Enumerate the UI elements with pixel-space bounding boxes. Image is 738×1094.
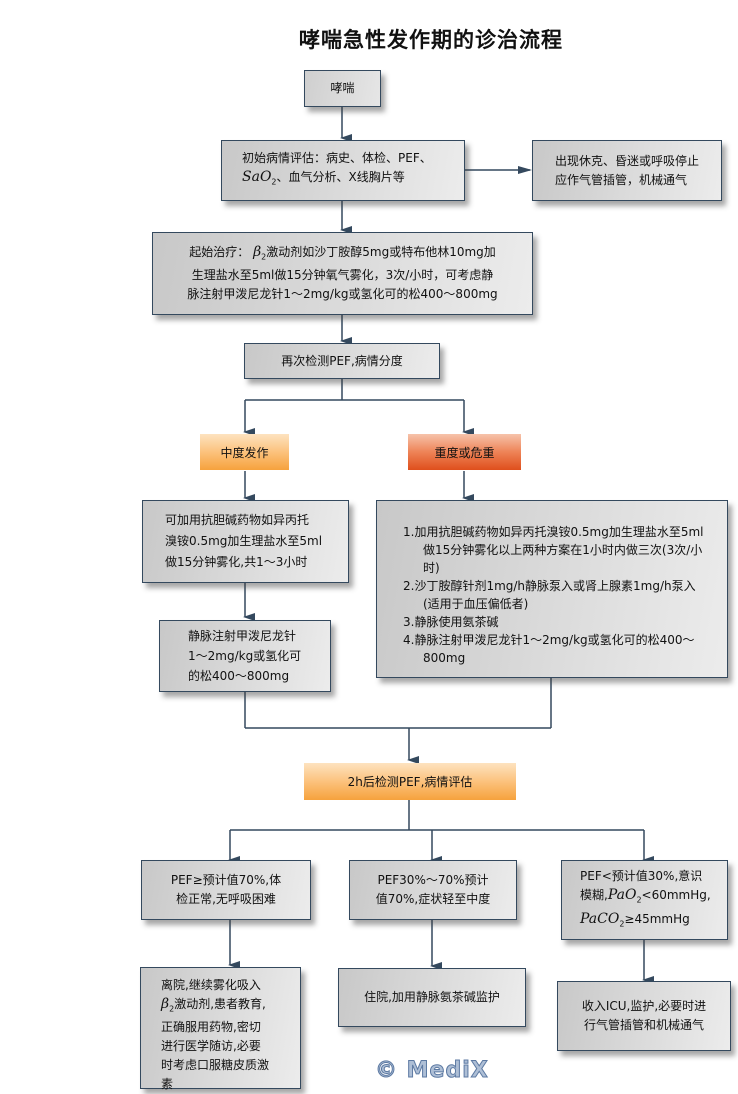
- node-moderate: 中度发作: [200, 434, 289, 470]
- node-recheck: 再次检测PEF,病情分度: [244, 343, 440, 379]
- moderate-label: 中度发作: [220, 445, 269, 460]
- treatment-line1: 起始治疗： β2激动剂如沙丁胺醇5mg或特布他林10mg加: [187, 243, 497, 266]
- poor-line2-prefix: 模糊,: [580, 888, 608, 903]
- icu-line2: 行气管插管和机械通气: [583, 1018, 704, 1032]
- node-moderate-treatment: 可加用抗胆碱药物如异丙托 溴铵0.5mg加生理盐水至5ml 做15分钟雾化,共1…: [142, 500, 349, 583]
- discharge-line1: 离院,继续雾化吸入: [161, 978, 261, 992]
- sao2-subscript: 2: [271, 177, 277, 187]
- node-severe-treatment: 1.加用抗胆碱药物如异丙托溴铵0.5mg加生理盐水至5ml做15分钟雾化以上两种…: [376, 500, 728, 678]
- paco2-subscript: 2: [619, 918, 625, 928]
- node-moderate-steroid: 静脉注射甲泼尼龙针 1～2mg/kg或氢化可 的松400～800mg: [159, 620, 331, 692]
- severe-item-1: 1.加用抗胆碱药物如异丙托溴铵0.5mg加生理盐水至5ml做15分钟雾化以上两种…: [403, 525, 704, 575]
- discharge-line4: 进行医学随访,必要: [161, 1039, 261, 1054]
- beta-symbol: β: [253, 243, 262, 260]
- watermark-logo: © MediX: [375, 1058, 489, 1084]
- steroid-line2: 1～2mg/kg或氢化可: [188, 649, 302, 663]
- discharge-line2: β2激动剂,患者教育,: [161, 995, 269, 1018]
- node-reassess-2h: 2h后检测PEF,病情评估: [304, 763, 516, 800]
- treatment-line2: 生理盐水至5ml做15分钟氧气雾化，3次/小时，可考虑静: [191, 268, 494, 283]
- steroid-line3: 的松400～800mg: [188, 669, 290, 683]
- node-shock: 出现休克、昏迷或呼吸停止 应作气管插管，机械通气: [532, 140, 722, 201]
- good-line1: PEF≥预计值70%,体: [170, 873, 282, 887]
- treatment-line1-rest: 激动剂如沙丁胺醇5mg或特布他林10mg加: [266, 244, 496, 259]
- poor-line2-rest: <60mmHg,: [641, 888, 711, 903]
- severe-item-3: 3.静脉使用氨茶碱: [403, 615, 499, 629]
- pao2-symbol: PaO: [607, 887, 637, 904]
- modtreat-line1: 可加用抗胆碱药物如异丙托: [165, 513, 310, 527]
- node-admit: 住院,加用静脉氨茶碱监护: [338, 968, 526, 1027]
- recheck-label: 再次检测PEF,病情分度: [281, 353, 403, 368]
- reassess-label: 2h后检测PEF,病情评估: [347, 775, 473, 789]
- node-start: 哮喘: [304, 70, 381, 107]
- modtreat-line2: 溴铵0.5mg加生理盐水至5ml: [165, 534, 323, 548]
- discharge-line5: 时考虑口服糖皮质激: [161, 1058, 270, 1073]
- severe-label: 重度或危重: [434, 445, 495, 460]
- poor-line2: 模糊,PaO2<60mmHg,: [580, 886, 711, 909]
- discharge-line2-rest: 激动剂,患者教育,: [174, 997, 266, 1011]
- sao2-symbol: SaO: [242, 169, 272, 186]
- partial-line1: PEF30%～70%预计: [377, 873, 489, 887]
- severe-item-2: 2.沙丁胺醇针剂1mg/h静脉泵入或肾上腺素1mg/h泵入(适用于血压偏低者): [403, 579, 696, 611]
- poor-line3-rest: ≥45mmHg: [624, 911, 690, 926]
- shock-line2: 应作气管插管，机械通气: [555, 172, 688, 187]
- node-icu: 收入ICU,监护,必要时进 行气管插管和机械通气: [557, 981, 731, 1051]
- admit-label: 住院,加用静脉氨茶碱监护: [364, 990, 500, 1004]
- severe-item-4: 4.静脉注射甲泼尼龙针1～2mg/kg或氢化可的松400～800mg: [403, 633, 695, 665]
- node-initial-assessment: 初始病情评估：病史、体检、PEF、 SaO2、血气分析、X线胸片等: [221, 140, 465, 201]
- shock-line1: 出现休克、昏迷或呼吸停止: [555, 153, 700, 168]
- discharge-beta-subscript: 2: [169, 1004, 175, 1014]
- node-discharge: 离院,继续雾化吸入 β2激动剂,患者教育, 正确服用药物,密切 进行医学随访,必…: [140, 967, 301, 1091]
- steroid-line1: 静脉注射甲泼尼龙针: [188, 629, 297, 643]
- node-good-response: PEF≥预计值70%,体 检正常,无呼吸困难: [141, 860, 311, 920]
- poor-line3: PaCO2≥45mmHg: [580, 910, 711, 933]
- good-line2: 检正常,无呼吸困难: [176, 892, 276, 906]
- page-title: 哮喘急性发作期的诊治流程: [299, 28, 563, 52]
- treatment-label: 起始治疗：: [189, 244, 250, 259]
- assessment-line2: SaO2、血气分析、X线胸片等: [242, 168, 432, 191]
- node-initial-treatment: 起始治疗： β2激动剂如沙丁胺醇5mg或特布他林10mg加 生理盐水至5ml做1…: [152, 232, 533, 315]
- partial-line2: 值70%,症状轻至中度: [375, 892, 491, 906]
- treatment-line3: 脉注射甲泼尼龙针1～2mg/kg或氢化可的松400～800mg: [187, 287, 498, 302]
- node-severe: 重度或危重: [408, 434, 521, 470]
- node-start-label: 哮喘: [330, 81, 355, 95]
- node-poor-response: PEF<预计值30%,意识 模糊,PaO2<60mmHg, PaCO2≥45mm…: [561, 860, 728, 940]
- assessment-line1: 初始病情评估：病史、体检、PEF、: [242, 151, 432, 166]
- paco2-symbol: PaCO: [580, 910, 620, 927]
- discharge-line3: 正确服用药物,密切: [161, 1020, 261, 1035]
- beta-subscript: 2: [261, 252, 267, 262]
- assessment-line2-rest: 、血气分析、X线胸片等: [276, 170, 405, 185]
- poor-line1: PEF<预计值30%,意识: [580, 869, 703, 884]
- severe-treatment-list: 1.加用抗胆碱药物如异丙托溴铵0.5mg加生理盐水至5ml做15分钟雾化以上两种…: [403, 523, 709, 667]
- discharge-beta-symbol: β: [161, 996, 170, 1012]
- modtreat-line3: 做15分钟雾化,共1～3小时: [165, 555, 308, 569]
- pao2-subscript: 2: [636, 895, 642, 905]
- node-partial-response: PEF30%～70%预计 值70%,症状轻至中度: [349, 860, 517, 920]
- icu-line1: 收入ICU,监护,必要时进: [581, 999, 707, 1013]
- discharge-line6: 素: [161, 1077, 174, 1092]
